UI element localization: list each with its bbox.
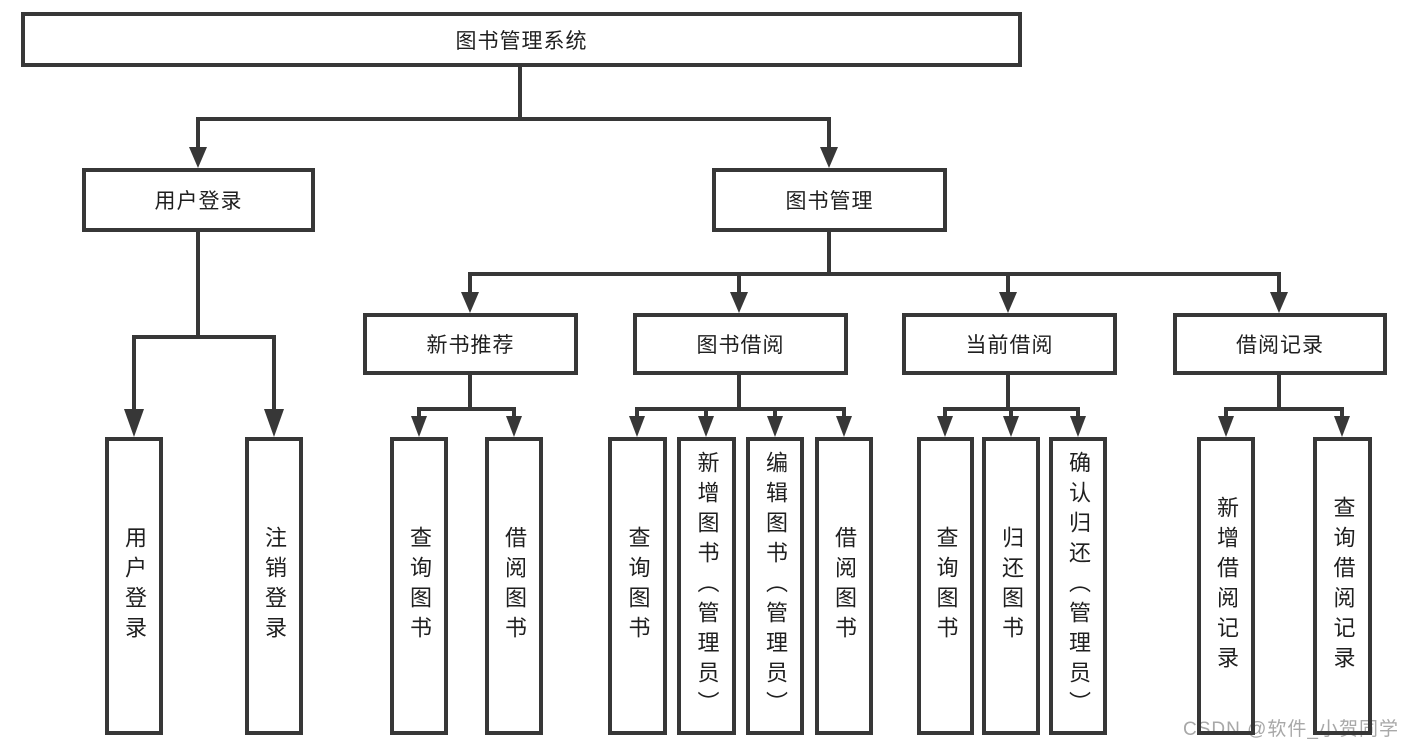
connector-book-mgmt-drop: [827, 117, 831, 149]
leaf-bb-add-books-admin-label: 新增图书（管理员）: [694, 451, 720, 721]
arrow-down-icon: [1218, 416, 1234, 437]
connector-user-login-branch: [132, 335, 276, 339]
node-book-borrow-label: 图书借阅: [696, 334, 785, 357]
leaf-bb-add-books-admin: 新增图书（管理员）: [677, 437, 736, 735]
connector-bb-branch: [635, 407, 846, 411]
arrow-down-icon: [937, 416, 953, 437]
connector-nb-stem: [468, 375, 472, 407]
connector-level3-drop: [737, 272, 741, 292]
leaf-bb-borrow-books-label: 借阅图书: [832, 526, 857, 646]
leaf-bb-edit-books-admin-label: 编辑图书（管理员）: [763, 451, 788, 721]
csdn-watermark: CSDN @软件_小贺同学: [1183, 719, 1399, 740]
node-book-borrow: 图书借阅: [633, 313, 848, 375]
arrow-down-icon: [461, 292, 479, 313]
leaf-user-login-label: 用户登录: [122, 526, 147, 646]
leaf-br-query-record: 查询借阅记录: [1313, 437, 1372, 735]
leaf-logout-label: 注销登录: [262, 526, 287, 646]
node-user-login: 用户登录: [82, 168, 315, 232]
arrow-down-icon: [629, 416, 645, 437]
arrow-down-icon: [1334, 416, 1350, 437]
leaf-bb-borrow-books: 借阅图书: [815, 437, 873, 735]
connector-leaf-drop: [132, 335, 136, 411]
node-new-book-recommend-label: 新书推荐: [426, 334, 515, 357]
node-borrow-records: 借阅记录: [1173, 313, 1387, 375]
node-user-login-label: 用户登录: [154, 190, 243, 213]
connector-leaf-drop: [842, 407, 846, 418]
connector-leaf-drop: [1076, 407, 1080, 418]
node-borrow-records-label: 借阅记录: [1236, 334, 1324, 357]
arrow-down-icon: [999, 292, 1017, 313]
connector-root-stem: [518, 67, 522, 117]
leaf-bb-edit-books-admin: 编辑图书（管理员）: [746, 437, 804, 735]
connector-leaf-drop: [417, 407, 421, 418]
leaf-br-add-record-label: 新增借阅记录: [1214, 496, 1239, 676]
arrow-down-icon: [730, 292, 748, 313]
connector-book-mgmt-branch: [468, 272, 1281, 276]
arrow-down-icon: [1270, 292, 1288, 313]
connector-leaf-drop: [272, 335, 276, 411]
connector-leaf-drop: [704, 407, 708, 418]
node-current-borrow: 当前借阅: [902, 313, 1117, 375]
leaf-nb-query-books: 查询图书: [390, 437, 448, 735]
leaf-bb-query-books-label: 查询图书: [625, 526, 651, 646]
connector-leaf-drop: [1340, 407, 1344, 418]
leaf-user-login: 用户登录: [105, 437, 163, 735]
arrow-down-icon: [836, 416, 852, 437]
connector-book-mgmt-stem: [827, 232, 831, 272]
connector-br-branch: [1224, 407, 1344, 411]
connector-user-login-drop: [196, 117, 200, 149]
connector-leaf-drop: [635, 407, 639, 418]
leaf-cb-return-books-label: 归还图书: [999, 526, 1024, 646]
connector-level3-drop: [468, 272, 472, 292]
leaf-cb-confirm-return-admin-label: 确认归还（管理员）: [1066, 451, 1091, 721]
connector-cb-stem: [1006, 375, 1010, 407]
connector-user-login-stem: [196, 232, 200, 335]
leaf-cb-return-books: 归还图书: [982, 437, 1040, 735]
leaf-cb-query-books: 查询图书: [917, 437, 974, 735]
leaf-cb-query-books-label: 查询图书: [933, 526, 959, 646]
connector-bb-stem: [737, 375, 741, 407]
node-library-system: 图书管理系统: [21, 12, 1022, 67]
arrow-down-icon: [189, 147, 207, 168]
connector-nb-branch: [417, 407, 516, 411]
node-new-book-recommend: 新书推荐: [363, 313, 578, 375]
leaf-br-add-record: 新增借阅记录: [1197, 437, 1255, 735]
leaf-br-query-record-label: 查询借阅记录: [1330, 496, 1356, 676]
arrow-down-icon: [820, 147, 838, 168]
node-library-system-label: 图书管理系统: [455, 29, 588, 53]
connector-level3-drop: [1006, 272, 1010, 292]
connector-br-stem: [1277, 375, 1281, 407]
node-book-management: 图书管理: [712, 168, 947, 232]
leaf-bb-query-books: 查询图书: [608, 437, 667, 735]
connector-level3-drop: [1277, 272, 1281, 292]
arrow-down-icon: [1003, 416, 1019, 437]
leaf-cb-confirm-return-admin: 确认归还（管理员）: [1049, 437, 1107, 735]
arrow-down-icon: [411, 416, 427, 437]
arrow-down-icon: [506, 416, 522, 437]
node-current-borrow-label: 当前借阅: [965, 334, 1054, 357]
arrow-down-icon: [698, 416, 714, 437]
connector-leaf-drop: [773, 407, 777, 418]
connector-root-branch: [196, 117, 831, 121]
leaf-logout: 注销登录: [245, 437, 303, 735]
connector-leaf-drop: [1224, 407, 1228, 418]
arrow-down-icon: [264, 409, 284, 437]
arrow-down-icon: [124, 409, 144, 437]
node-book-management-label: 图书管理: [785, 190, 874, 213]
arrow-down-icon: [767, 416, 783, 437]
connector-leaf-drop: [943, 407, 947, 418]
leaf-nb-borrow-books: 借阅图书: [485, 437, 543, 735]
leaf-nb-borrow-books-label: 借阅图书: [502, 526, 527, 646]
leaf-nb-query-books-label: 查询图书: [407, 526, 432, 646]
connector-leaf-drop: [1009, 407, 1013, 418]
arrow-down-icon: [1070, 416, 1086, 437]
connector-leaf-drop: [512, 407, 516, 418]
